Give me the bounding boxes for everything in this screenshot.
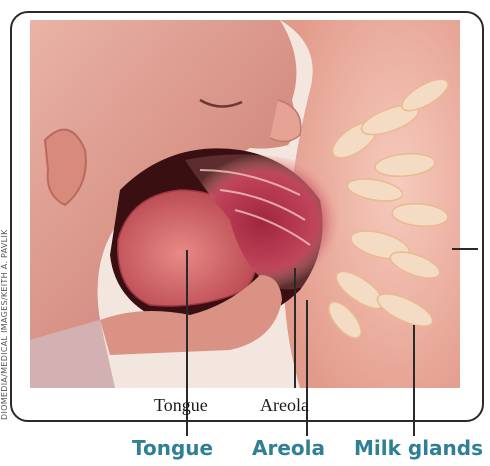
breastfeeding-illustration (30, 20, 460, 388)
areola-leader-line (294, 268, 296, 388)
outer-label-areola: Areola (252, 436, 325, 460)
outer-label-milk-glands: Milk glands (354, 436, 483, 460)
inner-label-tongue: Tongue (154, 395, 208, 416)
outer-label-tongue: Tongue (132, 436, 213, 460)
image-credit: DIOMEDIA/MEDICAL IMAGES/KEITH A. PAVLIK (0, 404, 9, 420)
milk-glands-side-tick (452, 248, 478, 250)
inner-label-areola: Areola (260, 395, 309, 416)
milk-glands-leader-line (413, 325, 415, 436)
